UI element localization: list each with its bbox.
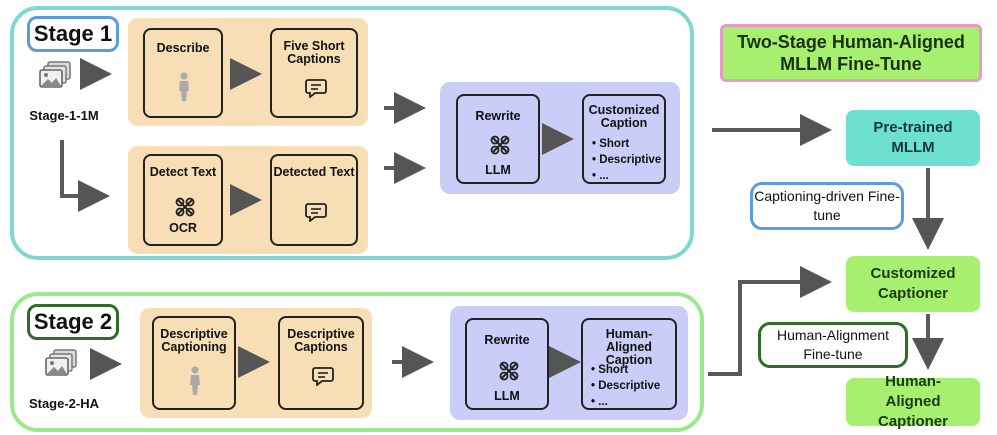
customized-caption-title: Customized Caption: [588, 103, 660, 130]
images-icon: [38, 60, 78, 92]
speech-bubble-icon: [312, 366, 334, 391]
human-aligned-caption-bullets: • Short • Descriptive • ...: [591, 362, 660, 410]
speech-bubble-icon: [305, 202, 327, 227]
stage2-badge-label: Stage 2: [33, 309, 113, 334]
pretrained-mllm-label: Pre-trained MLLM: [873, 119, 953, 156]
ocr-label: OCR: [169, 221, 197, 235]
alignment-ft-box: Human-Alignment Fine-tune: [758, 322, 908, 368]
title-box: Two-Stage Human-Aligned MLLM Fine-Tune: [720, 24, 982, 82]
pretrained-mllm-node: Pre-trained MLLM: [846, 110, 980, 166]
descriptive-captioning-card: Descriptive Captioning: [152, 316, 236, 410]
person-icon: [176, 72, 192, 107]
bullet-descriptive: • Descriptive: [592, 154, 662, 166]
rewrite-card-1: Rewrite LLM: [456, 94, 540, 184]
alignment-ft-label: Human-Alignment Fine-tune: [776, 327, 890, 362]
rewrite-card-2: Rewrite LLM: [465, 318, 549, 410]
stage2-panel: [10, 292, 704, 432]
descriptive-captioning-label: Descriptive Captioning: [160, 327, 228, 354]
five-short-label: Five Short Captions: [283, 39, 345, 66]
human-aligned-captioner-label: Human-Aligned Captioner: [877, 373, 948, 430]
detected-text-label: Detected Text: [273, 165, 355, 179]
detect-text-label: Detect Text: [149, 165, 217, 179]
five-short-card: Five Short Captions: [270, 28, 358, 118]
human-aligned-captioner-node: Human-Aligned Captioner: [846, 373, 980, 430]
bullet-descriptive: • Descriptive: [591, 380, 661, 392]
detect-text-card: Detect Text OCR: [143, 154, 223, 246]
rewrite-label-1: Rewrite: [475, 109, 521, 123]
bullet-more: • ...: [592, 170, 609, 182]
llm-knot-icon: [174, 196, 196, 223]
title-text: Two-Stage Human-Aligned MLLM Fine-Tune: [737, 32, 965, 74]
descriptive-captions-card: Descriptive Captions: [278, 316, 364, 410]
stage1-badge-label: Stage 1: [33, 21, 113, 46]
llm-label-2: LLM: [494, 389, 520, 403]
stage1-badge: Stage 1: [27, 16, 119, 52]
llm-knot-icon: [498, 360, 520, 387]
person-icon: [187, 366, 203, 401]
bullet-short: • Short: [592, 138, 630, 150]
stage1-panel: [10, 6, 694, 260]
describe-label: Describe: [156, 41, 210, 55]
describe-card: Describe: [143, 28, 223, 118]
stage2-badge: Stage 2: [27, 304, 119, 340]
images-icon: [44, 348, 84, 380]
customized-caption-bullets: • Short • Descriptive • ...: [592, 136, 661, 184]
captioning-ft-label: Captioning-driven Fine-tune: [754, 188, 900, 223]
stage2-source-label: Stage-2-HA: [28, 396, 100, 411]
rewrite-label-2: Rewrite: [484, 333, 530, 347]
human-aligned-caption-title: Human-Aligned Caption: [605, 327, 653, 367]
captioning-ft-box: Captioning-driven Fine-tune: [750, 182, 904, 230]
descriptive-captions-label: Descriptive Captions: [287, 327, 355, 354]
llm-label-1: LLM: [485, 163, 511, 177]
llm-knot-icon: [489, 134, 511, 161]
customized-captioner-node: Customized Captioner: [846, 256, 980, 312]
bullet-more: • ...: [591, 396, 608, 408]
detected-text-card: Detected Text: [270, 154, 358, 246]
customized-caption-card: Customized Caption • Short • Descriptive…: [582, 94, 666, 184]
speech-bubble-icon: [305, 78, 327, 103]
human-aligned-caption-card: Human-Aligned Caption • Short • Descript…: [581, 318, 677, 410]
stage1-source-label: Stage-1-1M: [29, 108, 99, 123]
customized-captioner-label: Customized Captioner: [870, 265, 956, 302]
bullet-short: • Short: [591, 364, 629, 376]
